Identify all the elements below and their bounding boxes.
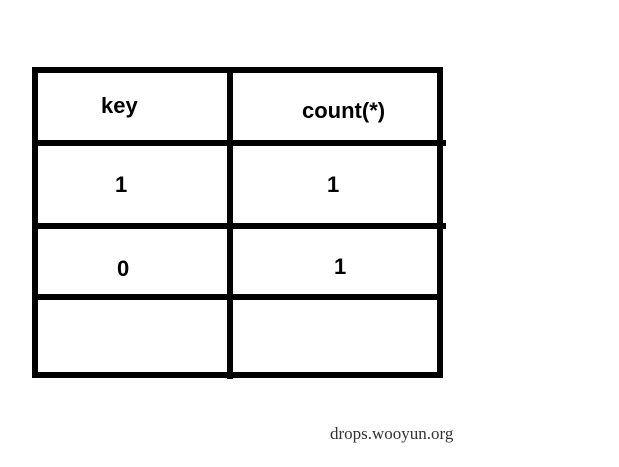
row-divider-3 — [32, 294, 443, 300]
row-2-count: 1 — [334, 254, 347, 279]
row-2-key: 0 — [117, 256, 130, 281]
row-divider-1 — [32, 140, 446, 146]
row-1-count: 1 — [327, 172, 340, 197]
header-count: count(*) — [302, 98, 386, 123]
header-key: key — [101, 93, 138, 118]
result-table — [32, 67, 443, 378]
row-divider-2 — [32, 223, 446, 229]
column-divider — [227, 67, 233, 379]
watermark-text: drops.wooyun.org — [330, 424, 454, 443]
row-1-key: 1 — [115, 172, 128, 197]
